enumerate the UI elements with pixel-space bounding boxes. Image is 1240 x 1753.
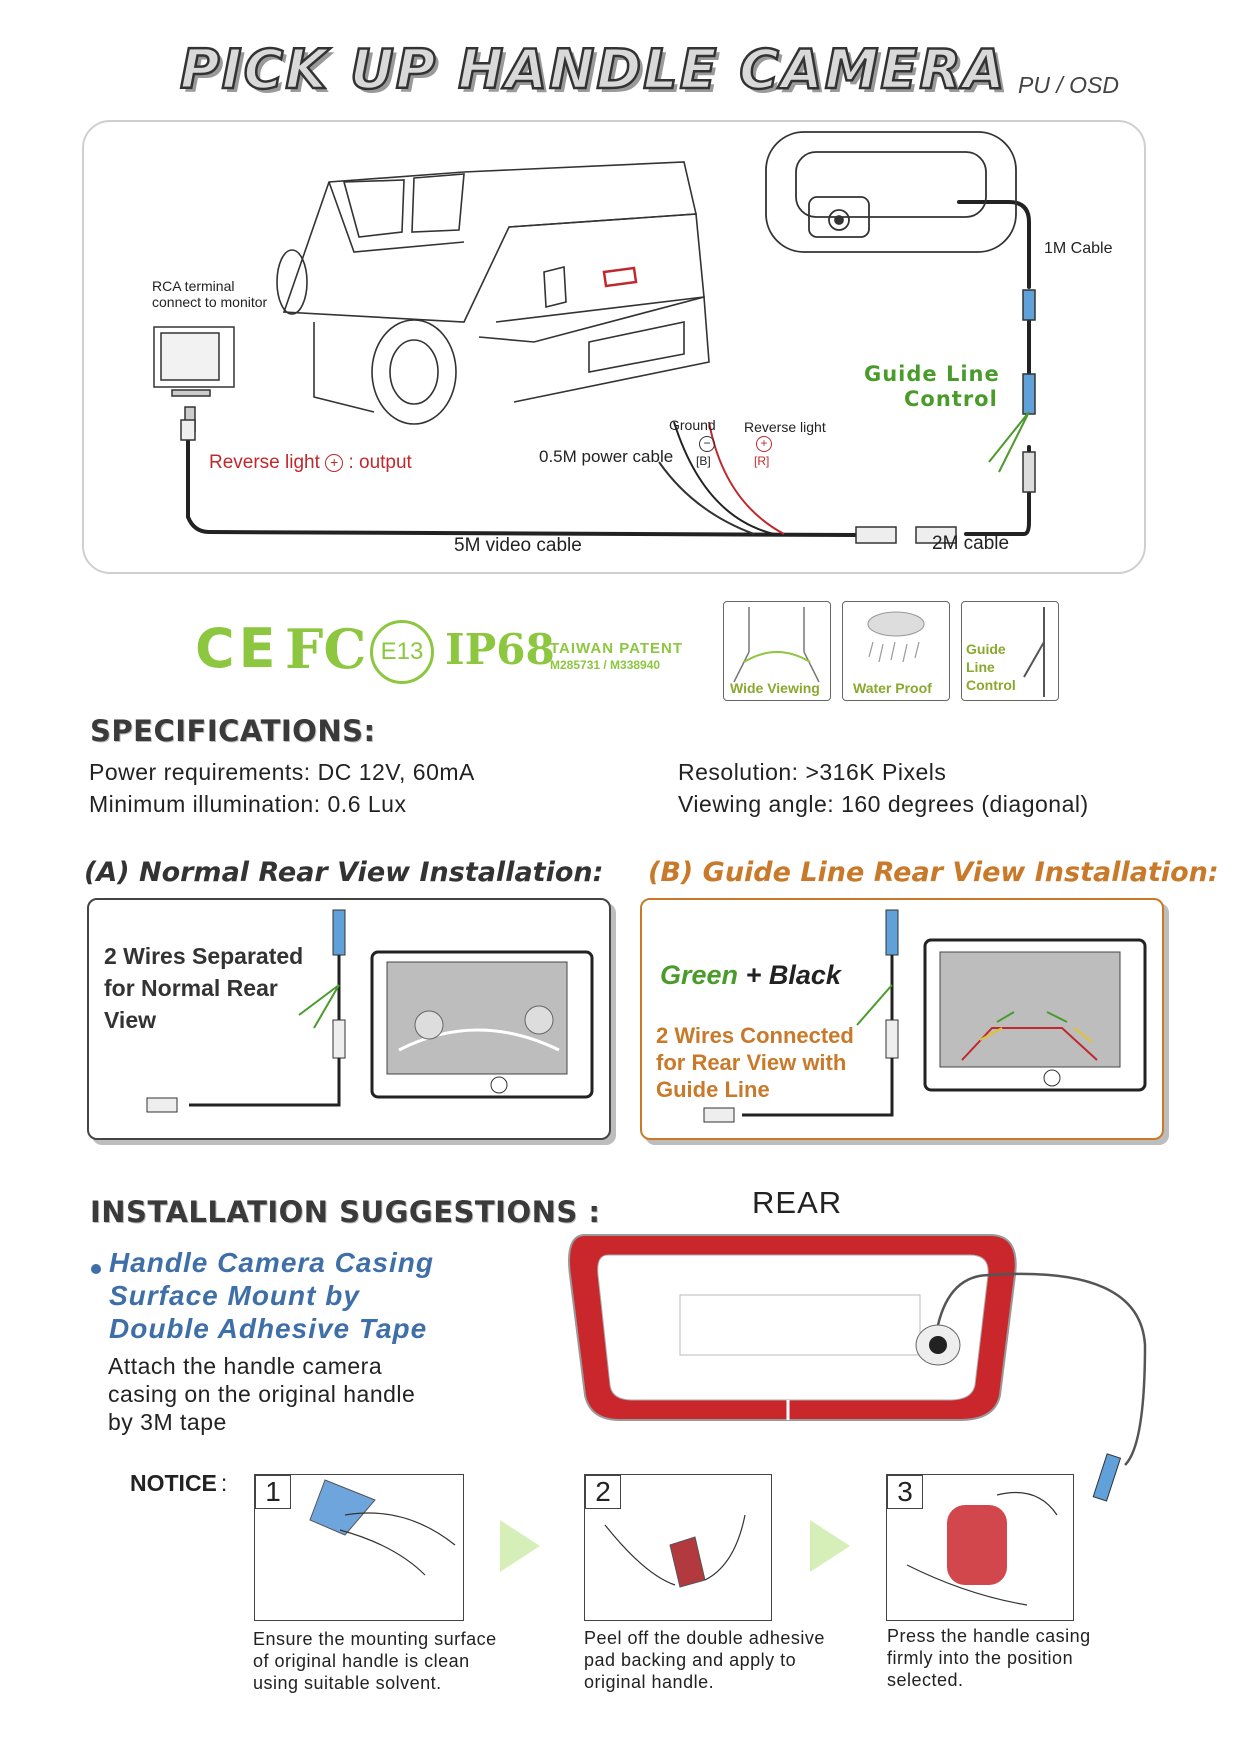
monitor-illustration — [153, 326, 235, 432]
minus-icon: − — [699, 436, 715, 452]
notice-step-3 — [886, 1474, 1074, 1621]
reverse-code: [R] — [754, 454, 770, 468]
step-number-1: 1 — [255, 1475, 291, 1509]
specs-heading: SPECIFICATIONS: — [90, 714, 376, 748]
spec-illumination: Minimum illumination: 0.6 Lux — [89, 791, 407, 817]
feature-label: Guide Line Control — [966, 641, 1016, 693]
feature-guide-line-control: Guide Line Control — [961, 601, 1059, 701]
section-b-box: Green + Black 2 Wires Connected for Rear… — [640, 898, 1164, 1140]
guide-line-label: Guide Line — [864, 362, 1000, 386]
ground-code: [B] — [696, 454, 711, 468]
peeling-illustration — [604, 1514, 746, 1588]
fcc-mark: FC — [285, 617, 367, 681]
patent-title: TAIWAN PATENT — [550, 640, 683, 657]
section-a-box: 2 Wires Separated for Normal Rear View — [87, 898, 611, 1140]
patent-numbers: M285731 / M338940 — [550, 658, 661, 672]
arrow-icon — [810, 1520, 850, 1572]
feature-wide-viewing: Wide Viewing — [723, 601, 831, 701]
rca-label: RCA terminal connect to monitor — [152, 278, 268, 310]
ip68-mark: IP68 — [445, 625, 555, 674]
cleaning-illustration — [309, 1479, 456, 1576]
feature-label: Water Proof — [853, 680, 932, 696]
power-cable-label: 0.5M power cable — [539, 447, 674, 466]
handle-illustration — [765, 131, 1017, 253]
section-b-text: 2 Wires Connected for Rear View with Gui… — [656, 1023, 854, 1102]
section-a-diagram — [146, 909, 594, 1113]
video-cable-label: 5M video cable — [454, 535, 582, 556]
truck-illustration — [276, 161, 710, 425]
pressing-illustration — [906, 1491, 1058, 1606]
green-wire-label: Green — [660, 960, 739, 990]
section-b-label: Green + Black — [660, 960, 841, 991]
install-bullet: Handle Camera Casing Surface Mount by Do… — [109, 1247, 434, 1344]
page-title: PICK UP HANDLE CAMERA — [179, 37, 1007, 103]
guide-wires — [988, 411, 1030, 473]
wire-icon — [1023, 607, 1045, 697]
spec-power: Power requirements: DC 12V, 60mA — [89, 759, 475, 785]
notice-label: NOTICE: — [130, 1470, 227, 1497]
cable-1m-label: 1M Cable — [1044, 240, 1113, 257]
arrow-icon — [500, 1520, 540, 1572]
step-number-3: 3 — [887, 1475, 923, 1509]
reverse-output-label: Reverse light + : output — [209, 452, 412, 474]
ce-mark: CE — [195, 617, 280, 680]
step-number-2: 2 — [585, 1475, 621, 1509]
rain-cloud-icon — [867, 611, 925, 663]
reverse-output-suffix: : output — [348, 452, 412, 473]
spec-angle: Viewing angle: 160 degrees (diagonal) — [678, 791, 1089, 817]
plus-icon: + — [325, 453, 344, 472]
wide-viewing-icon — [733, 607, 820, 683]
notice-colon: : — [220, 1470, 228, 1496]
power-cable — [658, 461, 755, 535]
step-text-3: Press the handle casing firmly into the … — [887, 1626, 1091, 1690]
ground-wire — [673, 421, 775, 535]
cable-2m-label: 2M cable — [932, 533, 1010, 554]
section-a-title: (A) Normal Rear View Installation: — [84, 857, 604, 888]
notice-step-2 — [584, 1474, 772, 1621]
section-b-diagram — [703, 909, 1147, 1123]
control-label: Control — [904, 387, 998, 411]
e13-mark: E13 — [370, 620, 434, 684]
rear-handle-illustration — [568, 1234, 1147, 1502]
connectors — [180, 289, 1036, 544]
install-desc: Attach the handle camera casing on the o… — [108, 1353, 416, 1435]
bullet-dot — [91, 1264, 101, 1274]
step-text-1: Ensure the mounting surface of original … — [253, 1629, 497, 1693]
wiring-diagram-panel: RCA terminal connect to monitor Reverse … — [82, 120, 1146, 574]
notice-text: NOTICE — [130, 1470, 217, 1496]
section-b-title: (B) Guide Line Rear View Installation: — [648, 857, 1219, 888]
install-heading: INSTALLATION SUGGESTIONS : — [90, 1195, 601, 1229]
feature-water-proof: Water Proof — [842, 601, 950, 701]
reverse-output-text: Reverse light — [209, 452, 320, 473]
plus-sign: + — [745, 960, 762, 990]
rear-label: REAR — [752, 1185, 843, 1220]
page-subtitle: PU / OSD — [1018, 72, 1119, 98]
cables — [186, 200, 1031, 537]
spec-resolution: Resolution: >316K Pixels — [678, 759, 947, 785]
reverse-light-label: Reverse light — [744, 419, 826, 435]
step-text-2: Peel off the double adhesive pad backing… — [584, 1628, 825, 1692]
ground-label: Ground — [669, 417, 716, 433]
black-wire-label: Black — [768, 960, 841, 990]
section-a-text: 2 Wires Separated for Normal Rear View — [104, 943, 304, 1033]
wiring-diagram — [153, 131, 1036, 544]
plus-small-icon: + — [756, 436, 772, 452]
feature-label: Wide Viewing — [730, 680, 820, 696]
